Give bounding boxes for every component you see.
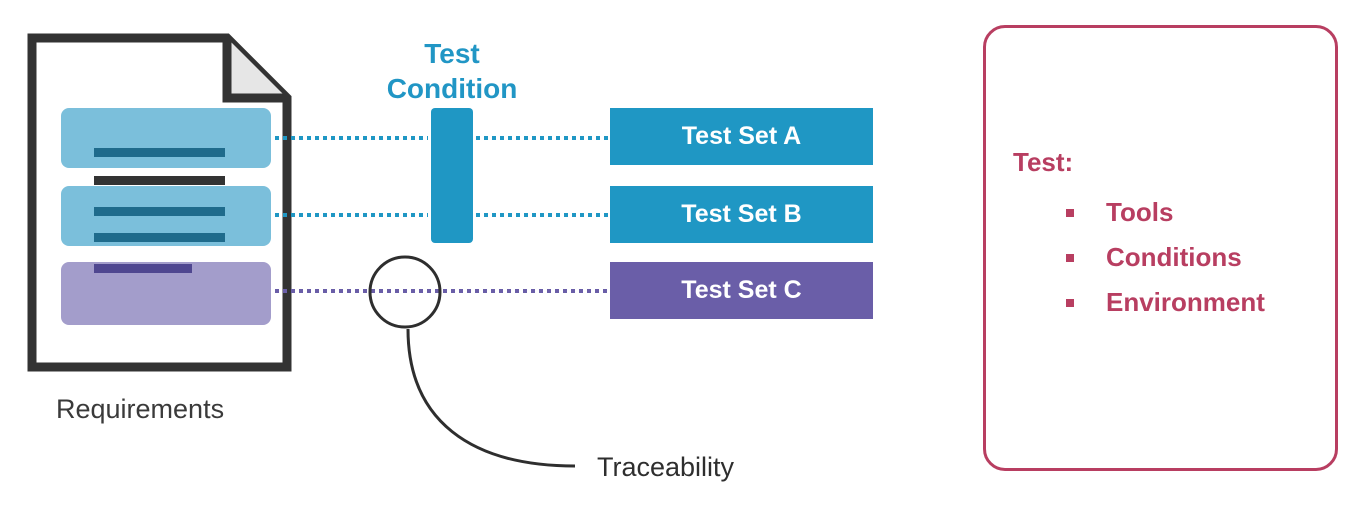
requirement-row-c — [61, 262, 271, 325]
requirement-row-a — [61, 108, 271, 168]
test-info-panel — [983, 25, 1338, 471]
test-condition-title: Test Condition — [366, 36, 538, 106]
requirements-label: Requirements — [56, 394, 225, 424]
list-item: Tools — [1066, 190, 1265, 235]
bullet-icon — [1066, 253, 1074, 262]
list-item-tools: Tools — [1106, 197, 1174, 227]
requirements-document-icon — [27, 33, 292, 372]
test-set-b-label: Test Set B — [681, 200, 802, 228]
test-set-a-box: Test Set A — [610, 108, 873, 165]
test-set-b-box: Test Set B — [610, 186, 873, 243]
list-item: Environment — [1066, 280, 1265, 325]
traceability-label: Traceability — [597, 452, 735, 482]
test-condition-bar — [431, 108, 473, 243]
bullet-icon — [1066, 298, 1074, 307]
list-item: Conditions — [1066, 235, 1265, 280]
requirement-row-b — [61, 186, 271, 246]
bullet-icon — [1066, 208, 1074, 217]
list-item-environment: Environment — [1106, 287, 1265, 317]
requirement-divider-line — [94, 176, 225, 185]
test-condition-title-line1: Test — [424, 38, 480, 69]
test-set-a-label: Test Set A — [681, 122, 802, 150]
test-set-c-box: Test Set C — [610, 262, 873, 319]
test-set-c-label: Test Set C — [681, 276, 802, 304]
test-panel-list: Tools Conditions Environment — [1066, 190, 1265, 325]
traceability-circle — [368, 255, 442, 329]
list-item-conditions: Conditions — [1106, 242, 1242, 272]
traceability-pointer-curve — [406, 328, 576, 468]
test-panel-title: Test: — [1013, 147, 1074, 177]
test-condition-title-line2: Condition — [386, 73, 518, 104]
